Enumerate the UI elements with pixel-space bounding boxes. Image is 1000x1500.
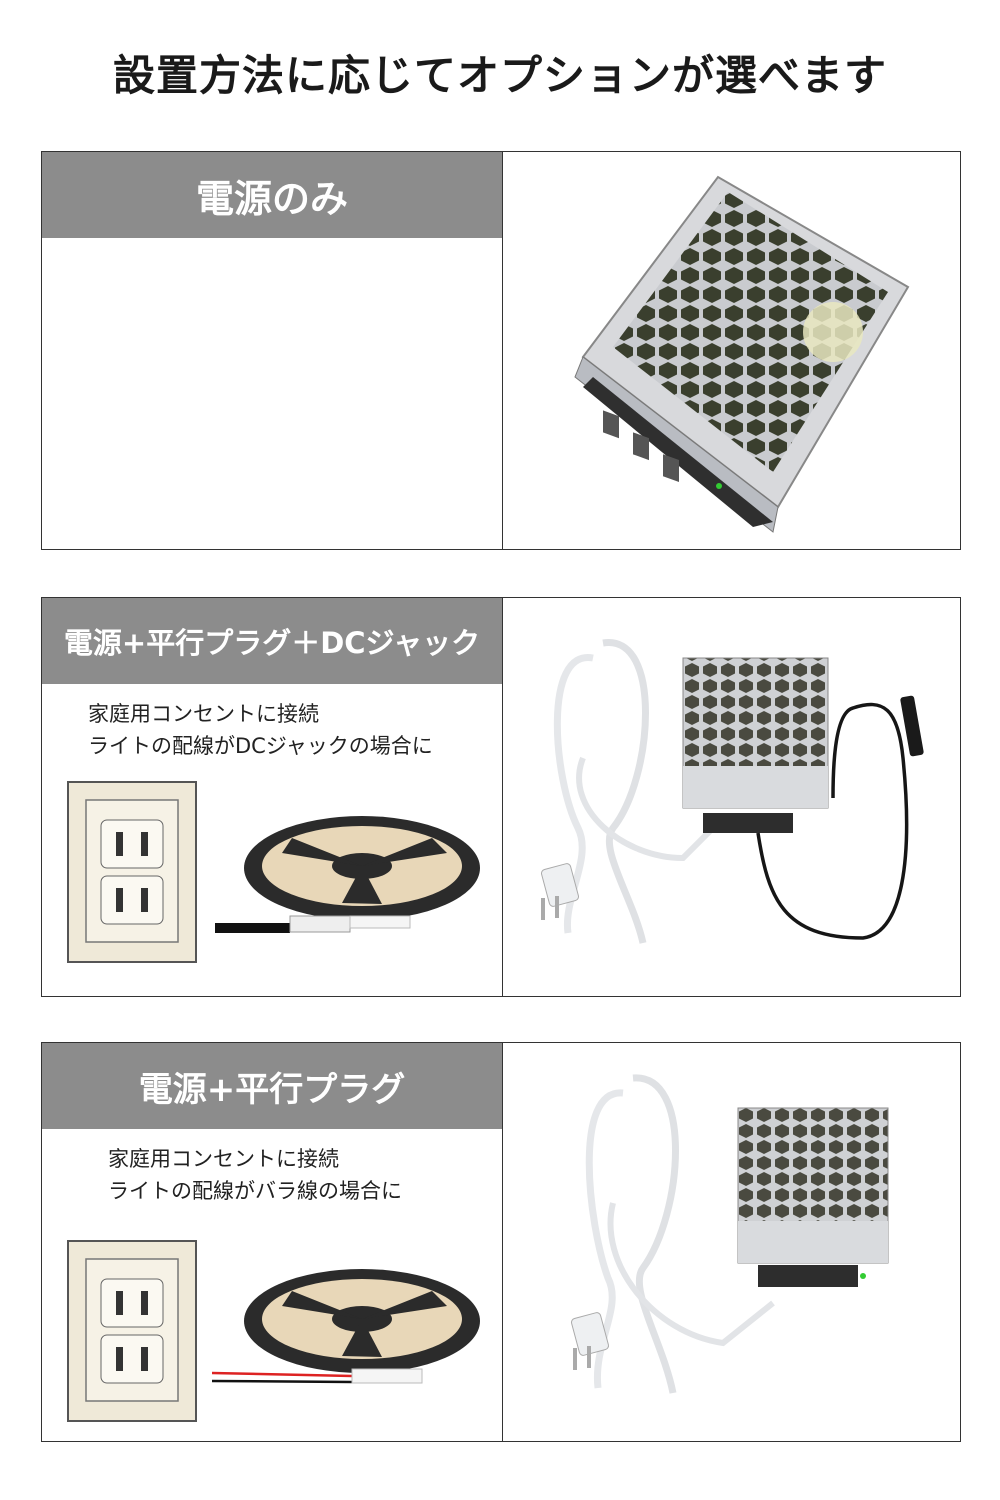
option-header: 電源+平行プラグ: [42, 1043, 502, 1129]
option-header: 電源+平行プラグ＋DCジャック: [42, 598, 502, 684]
led-strip-dc-icon: [215, 816, 480, 933]
product-image-panel: [503, 152, 960, 549]
option-card-power-plug-dc-jack[interactable]: 電源+平行プラグ＋DCジャック 家庭用コンセントに接続 ライトの配線がDCジャッ…: [41, 597, 961, 997]
option-card-power-only[interactable]: 電源のみ: [41, 151, 961, 550]
power-supply-with-plug-image: [570, 1074, 889, 1394]
wall-outlet-icon: [67, 1240, 197, 1422]
option-info-panel: 電源+平行プラグ＋DCジャック 家庭用コンセントに接続 ライトの配線がDCジャッ…: [42, 598, 503, 996]
option-label: 電源+平行プラグ＋DCジャック: [63, 626, 481, 660]
description-line: ライトの配線がバラ線の場合に: [108, 1179, 402, 1203]
product-image-panel: [503, 598, 960, 996]
option-header: 電源のみ: [42, 152, 502, 238]
power-supply-image: [574, 175, 910, 533]
option-info-panel: 電源+平行プラグ 家庭用コンセントに接続 ライトの配線がバラ線の場合に: [42, 1043, 503, 1441]
description-line: 家庭用コンセントに接続: [88, 702, 319, 726]
description-line: ライトの配線がDCジャックの場合に: [88, 734, 433, 758]
product-image-panel: [503, 1043, 960, 1441]
led-strip-bare-wire-icon: [212, 1269, 480, 1384]
wall-outlet-icon: [67, 781, 197, 963]
option-info-panel: 電源のみ: [42, 152, 503, 549]
option-description: 家庭用コンセントに接続 ライトの配線がDCジャックの場合に: [88, 698, 433, 762]
option-label: 電源のみ: [195, 176, 348, 221]
power-supply-with-plug-and-dc-jack-image: [540, 639, 924, 944]
page-title: 設置方法に応じてオプションが選べます: [112, 51, 887, 100]
option-card-power-plug[interactable]: 電源+平行プラグ 家庭用コンセントに接続 ライトの配線がバラ線の場合に: [41, 1042, 961, 1442]
option-description: 家庭用コンセントに接続 ライトの配線がバラ線の場合に: [108, 1143, 402, 1207]
option-label: 電源+平行プラグ: [138, 1069, 406, 1110]
description-line: 家庭用コンセントに接続: [108, 1147, 339, 1171]
